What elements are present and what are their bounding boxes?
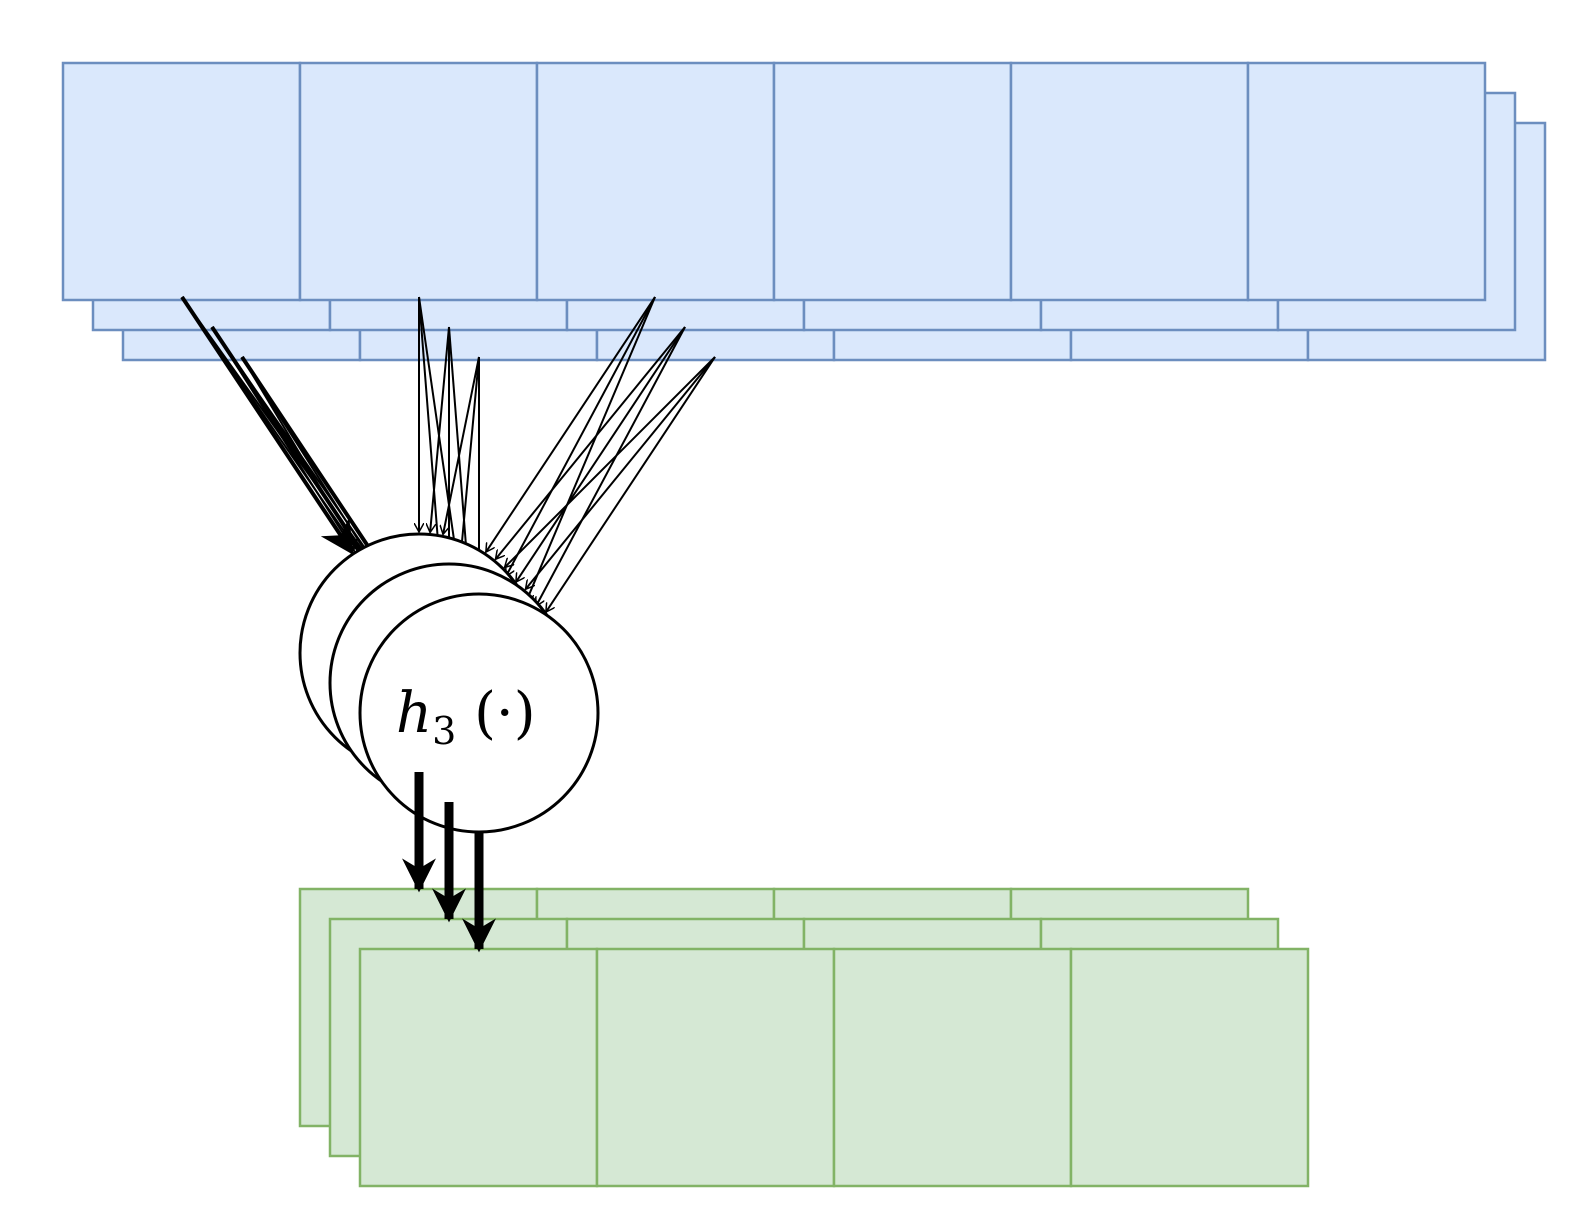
input-arrow — [486, 296, 656, 552]
node-label-argument: (·) — [456, 681, 535, 746]
input-arrow — [506, 296, 656, 576]
output-connection-arrows — [402, 772, 496, 953]
output-cell — [832, 947, 1073, 1188]
input-feature-map-stack — [61, 61, 1547, 362]
input-arrow — [526, 296, 656, 602]
function-node-stack — [298, 532, 600, 834]
node-label-subscript: 3 — [432, 709, 456, 753]
input-cell — [535, 61, 776, 302]
input-arrow — [505, 356, 716, 567]
output-feature-map-stack — [298, 887, 1310, 1188]
input-cell — [61, 61, 302, 302]
input-arrow — [516, 326, 686, 582]
input-arrow — [418, 296, 440, 562]
input-arrow — [430, 326, 450, 533]
input-arrow — [495, 326, 686, 559]
input-arrow — [536, 326, 686, 606]
input-cell — [1009, 61, 1250, 302]
node-label-main: h — [396, 681, 432, 746]
input-arrow — [546, 356, 716, 612]
input-cell — [1246, 61, 1487, 302]
input-cell — [772, 61, 1013, 302]
node-label: h3 (·) — [396, 681, 536, 753]
input-arrow — [525, 356, 716, 589]
input-cell — [298, 61, 539, 302]
output-cell — [595, 947, 836, 1188]
output-cell — [358, 947, 599, 1188]
output-cell — [1069, 947, 1310, 1188]
input-arrow — [460, 356, 480, 563]
